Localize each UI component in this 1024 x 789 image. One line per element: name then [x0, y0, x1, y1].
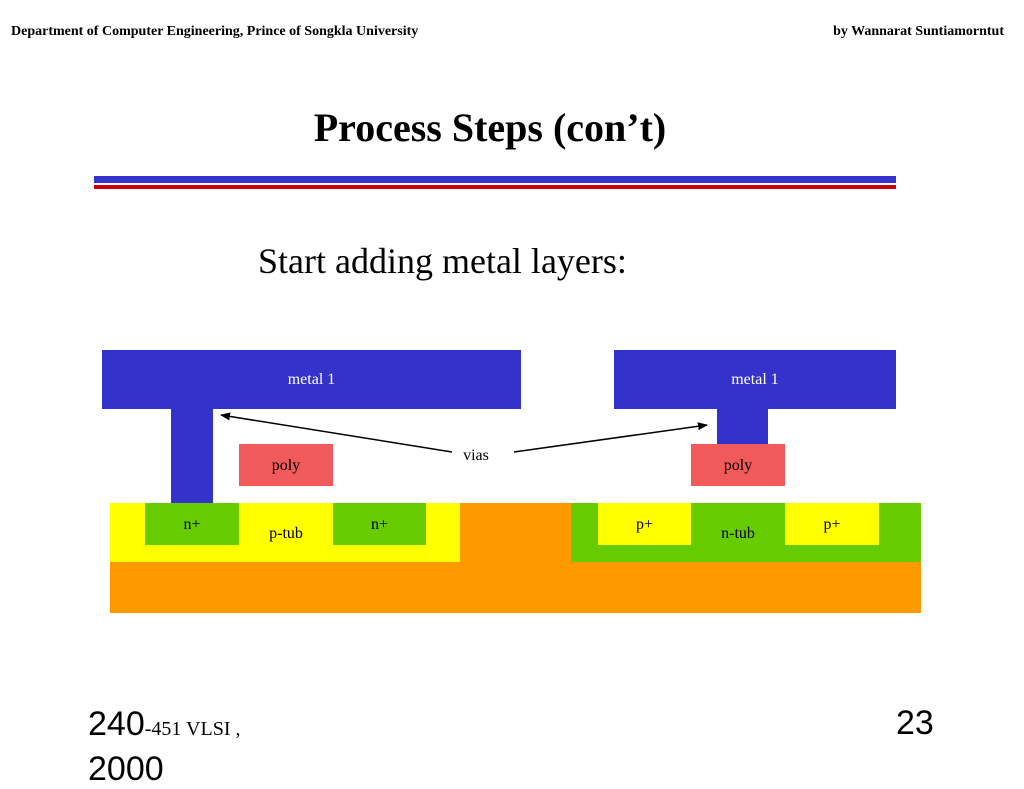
metal1-right — [614, 350, 896, 409]
n-plus-diffusion-right — [333, 503, 426, 545]
slide-subtitle: Start adding metal layers: — [258, 241, 627, 281]
footer-course-name: -451 VLSI , — [144, 718, 241, 740]
poly-gate-left — [239, 444, 333, 486]
vias-label: vias — [463, 447, 489, 464]
title-rule-red — [94, 185, 896, 189]
via-left — [171, 409, 213, 503]
via-right — [717, 409, 768, 444]
poly-left-label: poly — [271, 457, 301, 474]
footer-course: 240-451 VLSI , — [88, 704, 240, 745]
page-number: 23 — [896, 704, 934, 742]
header-department: Department of Computer Engineering, Prin… — [11, 24, 419, 39]
n-plus-right-label: n+ — [370, 516, 389, 533]
n-tub-label: n-tub — [721, 525, 755, 542]
p-plus-diffusion-left — [598, 503, 691, 545]
metal1-right-label: metal 1 — [731, 371, 779, 388]
slide-title: Process Steps (con’t) — [313, 105, 667, 150]
via-arrows — [220, 412, 708, 453]
title-rule-blue — [94, 176, 896, 183]
p-plus-diffusion-right — [785, 503, 879, 545]
metal1-left-label: metal 1 — [287, 371, 336, 388]
metal1-left — [102, 350, 521, 409]
footer-year: 2000 — [88, 750, 164, 788]
header-author: by Wannarat Suntiamorntut — [833, 24, 1004, 39]
p-plus-right-label: p+ — [823, 516, 841, 533]
p-plus-left-label: p+ — [635, 516, 654, 533]
poly-gate-right — [691, 444, 785, 486]
p-tub-label: p-tub — [269, 525, 303, 542]
poly-right-label: poly — [723, 457, 753, 474]
arrow-to-left-via — [220, 412, 453, 453]
arrow-to-right-via — [513, 422, 708, 453]
footer-course-number: 240 — [88, 705, 145, 743]
n-plus-left-label: n+ — [183, 516, 201, 533]
n-plus-diffusion-left — [145, 503, 239, 545]
